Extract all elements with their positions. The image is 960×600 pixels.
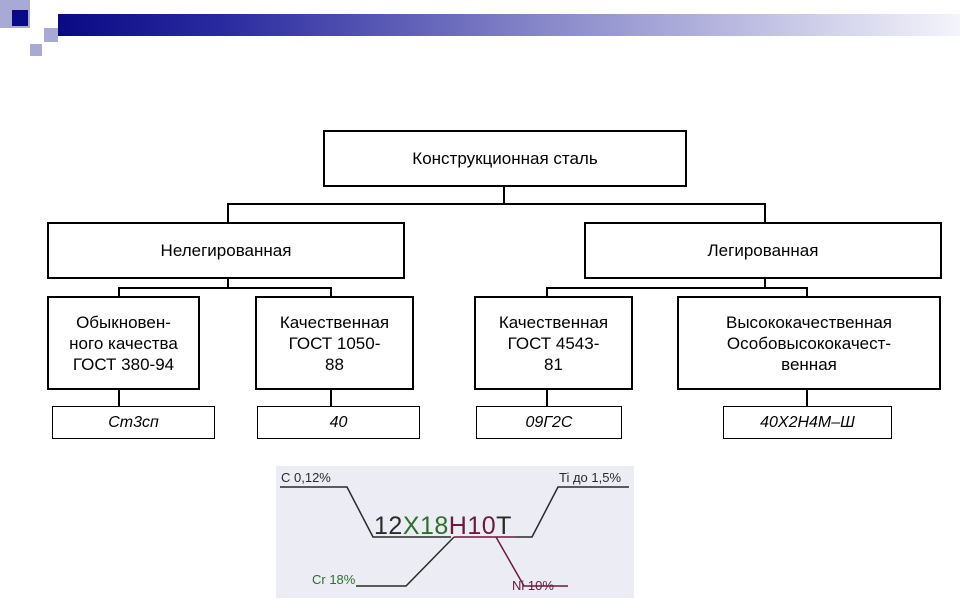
group-box-unalloyed: Нелегированная	[47, 222, 405, 279]
example-box: 40Х2Н4М–Ш	[723, 406, 892, 439]
group-box-alloyed: Легированная	[584, 222, 942, 279]
category-box: Качественная ГОСТ 1050- 88	[255, 296, 414, 390]
carbon-label: С 0,12%	[281, 470, 331, 485]
example-label: 40Х2Н4М–Ш	[760, 414, 855, 431]
root-label: Конструкционная сталь	[412, 149, 598, 168]
grade-carbon-part: 12	[374, 512, 403, 540]
example-label: 40	[329, 414, 348, 431]
grade-chromium-part: Х18	[402, 512, 449, 540]
titanium-label: Ti до 1,5%	[559, 470, 622, 485]
category-box: Высококачественная Особовысококачест- ве…	[677, 296, 941, 390]
example-label: Ст3сп	[108, 414, 159, 431]
grade-titanium-part: Т	[496, 512, 512, 540]
nickel-label: Ni 10%	[512, 578, 554, 593]
example-box: 09Г2С	[476, 406, 622, 439]
marking-leader-lines	[280, 486, 629, 587]
root-box: Конструкционная сталь	[323, 130, 687, 187]
category-box: Качественная ГОСТ 4543- 81	[474, 296, 633, 390]
grade-nickel-part: Н10	[448, 512, 497, 540]
example-label: 09Г2С	[525, 414, 573, 431]
group-label-unalloyed: Нелегированная	[160, 241, 292, 260]
steel-grade-code: 12Х18Н10Т	[374, 512, 512, 541]
category-label: Качественная ГОСТ 4543- 81	[498, 312, 609, 374]
category-label: Высококачественная Особовысококачест- ве…	[725, 312, 892, 374]
category-label: Качественная ГОСТ 1050- 88	[279, 312, 390, 374]
group-label-alloyed: Легированная	[707, 241, 819, 260]
example-box: Ст3сп	[52, 406, 215, 439]
chromium-label: Cr 18%	[312, 572, 356, 587]
title-banner	[60, 14, 960, 36]
category-box: Обыкновен- ного качества ГОСТ 380-94	[47, 296, 200, 390]
example-box: 40	[257, 406, 420, 439]
steel-marking-panel: С 0,12% Ti до 1,5% Cr 18% Ni 10% 12Х18Н1…	[276, 466, 634, 598]
category-label: Обыкновен- ного качества ГОСТ 380-94	[69, 312, 178, 374]
